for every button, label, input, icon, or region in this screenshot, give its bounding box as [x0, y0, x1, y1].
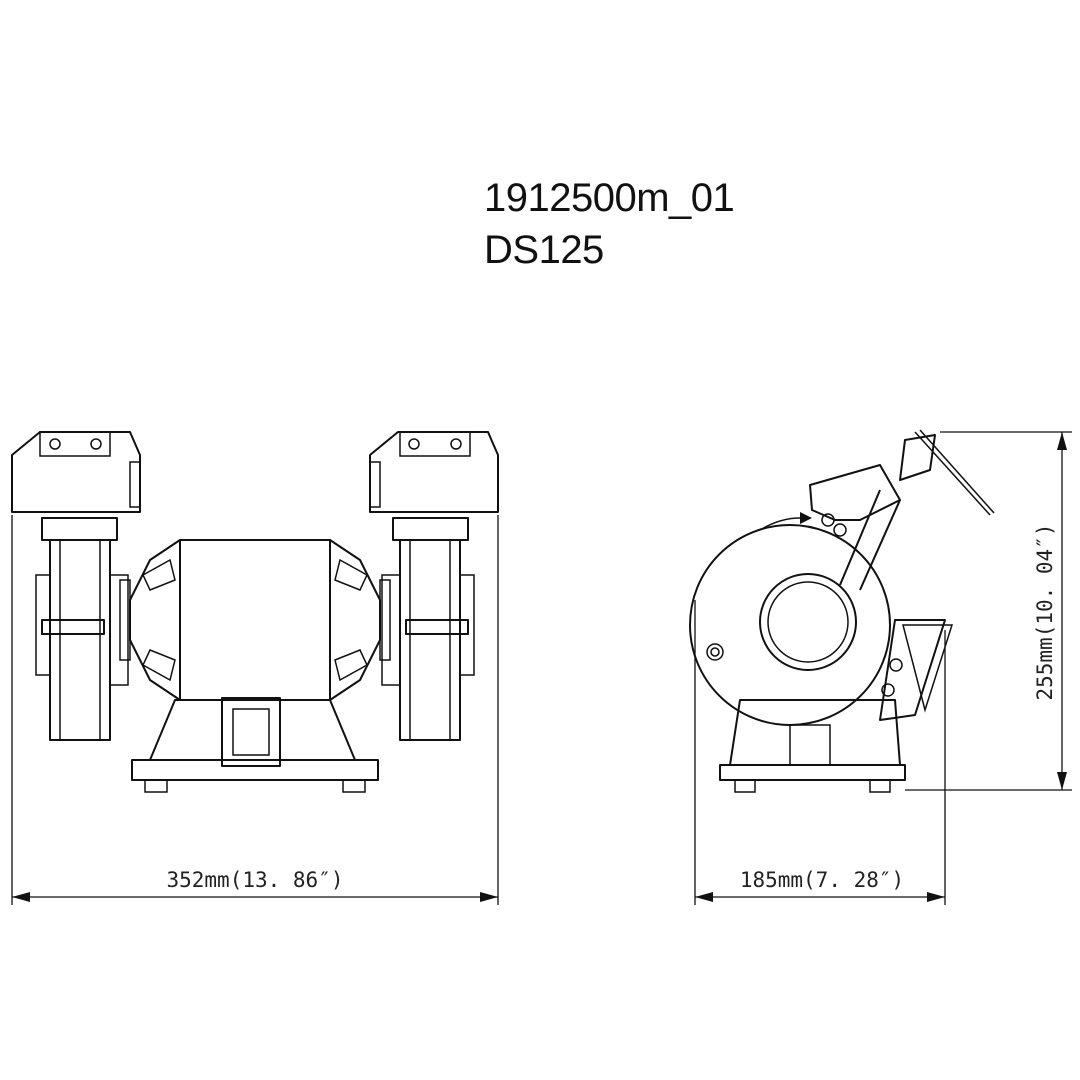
- side-view: [689, 429, 995, 793]
- width-dimension: [11, 515, 499, 905]
- front-view: [11, 431, 499, 793]
- depth-dimension: [694, 600, 946, 905]
- front-base: [131, 697, 379, 793]
- height-label: 255mm(10. 04″): [1033, 523, 1057, 700]
- model-name: DS125: [484, 228, 604, 272]
- depth-label: 185mm(7. 28″): [740, 868, 904, 892]
- height-dimension: [905, 431, 1072, 791]
- left-wheel-guard: [11, 431, 141, 741]
- part-number: 1912500m_01: [484, 176, 735, 220]
- title-block: 1912500m_01 DS125: [484, 172, 904, 276]
- right-wheel-guard: [369, 431, 499, 741]
- motor-housing: [119, 539, 391, 701]
- width-label: 352mm(13. 86″): [166, 868, 343, 892]
